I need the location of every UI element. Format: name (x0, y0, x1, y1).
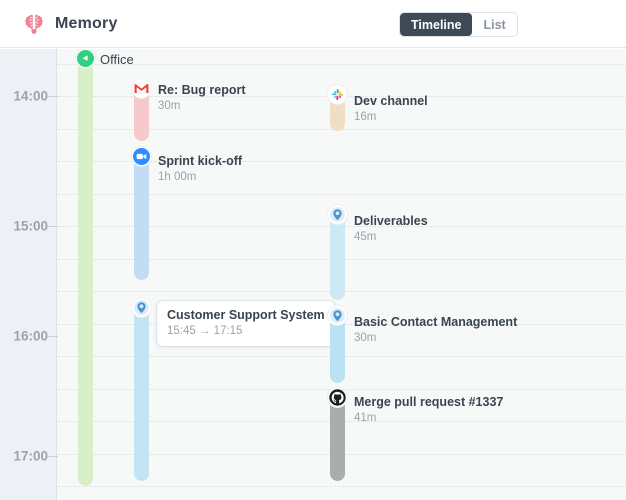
event-bar[interactable] (134, 307, 149, 481)
github-icon[interactable] (327, 387, 348, 408)
event-title: Deliverables (354, 214, 428, 228)
app-header: Memory Timeline List (0, 0, 626, 48)
event-bar[interactable] (134, 88, 149, 141)
time-axis-gutter: 14:00 15:00 16:00 17:00 (0, 49, 64, 500)
hour-label: 17:00 (13, 448, 48, 464)
event-duration: 16m (354, 111, 377, 123)
event-title: Office (100, 52, 134, 67)
event-time-range: 15:45 → 17:15 (167, 325, 243, 337)
event-bar[interactable] (330, 214, 345, 300)
event-tooltip[interactable]: Customer Support System 15:45 → 17:15 (156, 300, 336, 347)
tab-list[interactable]: List (472, 13, 517, 36)
event-title: Re: Bug report (158, 83, 246, 97)
event-label: Merge pull request #1337 41m (354, 395, 503, 426)
hour-tick (48, 226, 64, 227)
slack-icon[interactable] (327, 84, 348, 105)
location-pin-icon[interactable] (131, 297, 152, 318)
event-title: Basic Contact Management (354, 315, 518, 329)
event-duration: 45m (354, 231, 377, 243)
event-label: Re: Bug report 30m (158, 83, 246, 114)
location-pin-icon[interactable] (327, 305, 348, 326)
location-pin-icon[interactable] (327, 204, 348, 225)
hour-tick (48, 96, 64, 97)
event-title: Customer Support System (167, 308, 325, 322)
event-label: Office (100, 52, 134, 67)
zoom-video-icon[interactable] (131, 146, 152, 167)
gmail-icon[interactable] (131, 78, 152, 99)
brand: Memory (22, 11, 118, 37)
event-label: Dev channel 16m (354, 94, 428, 125)
event-duration: 30m (354, 332, 377, 344)
event-label: Sprint kick-off 1h 00m (158, 154, 242, 185)
event-duration: 30m (158, 100, 181, 112)
event-bar[interactable] (330, 315, 345, 383)
gridline (58, 64, 626, 65)
event-bar[interactable] (330, 397, 345, 481)
gridline (58, 161, 626, 162)
brain-icon (22, 12, 46, 36)
tab-timeline[interactable]: Timeline (400, 13, 473, 36)
event-title: Sprint kick-off (158, 154, 243, 168)
event-duration: 1h 00m (158, 171, 197, 183)
hour-label: 14:00 (13, 88, 48, 104)
gridline (58, 486, 626, 487)
hour-label: 16:00 (13, 328, 48, 344)
event-bar[interactable] (134, 156, 149, 280)
view-toggle[interactable]: Timeline List (399, 12, 518, 37)
event-label: Deliverables 45m (354, 214, 428, 245)
event-title: Merge pull request #1337 (354, 395, 504, 409)
hour-label: 15:00 (13, 218, 48, 234)
location-play-icon[interactable] (75, 49, 96, 69)
hour-tick (48, 456, 64, 457)
gridline (58, 194, 626, 195)
event-bar[interactable] (78, 58, 93, 486)
event-title: Dev channel (354, 94, 428, 108)
hour-tick (48, 336, 64, 337)
app-title: Memory (55, 15, 118, 32)
event-duration: 41m (354, 412, 377, 424)
event-label: Basic Contact Management 30m (354, 315, 517, 346)
